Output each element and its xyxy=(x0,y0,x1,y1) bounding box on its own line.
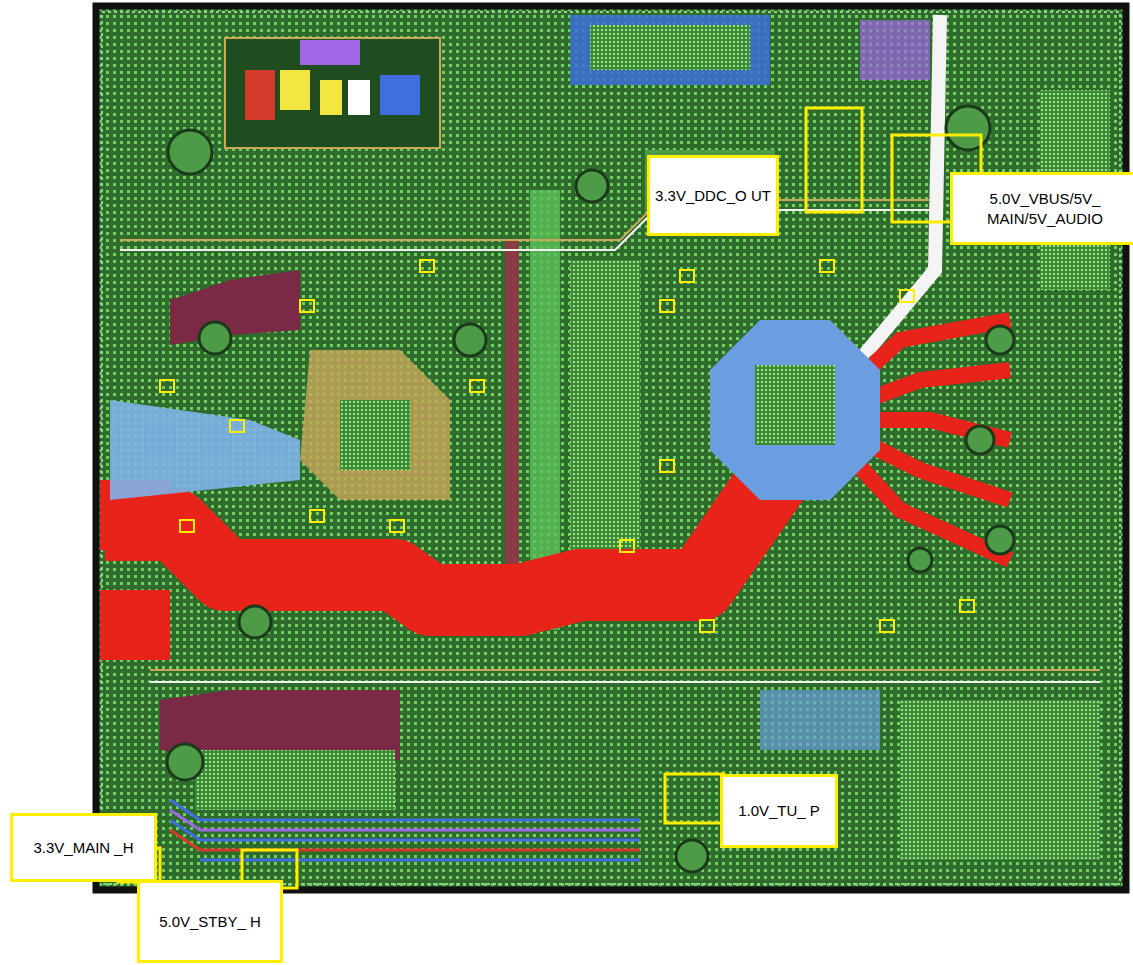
component-pad xyxy=(245,70,275,120)
highlight-region xyxy=(118,108,981,888)
component-pad xyxy=(280,70,310,110)
mounting-hole xyxy=(167,106,1017,872)
board-ground xyxy=(96,6,1126,890)
connector-footprint xyxy=(860,20,930,80)
component-outline xyxy=(160,260,974,632)
connector-pins xyxy=(590,25,750,70)
power-area xyxy=(225,38,440,148)
callout-label: 5.0V_VBUS/5V_ MAIN/5V_AUDIO xyxy=(953,189,1133,229)
callout-label: 1.0V_TU_ P xyxy=(738,801,820,821)
soc-chip xyxy=(755,365,835,445)
board-keepout xyxy=(102,12,1120,884)
callout-box: 3.3V_MAIN _H xyxy=(10,813,157,882)
callout-box: 5.0V_VBUS/5V_ MAIN/5V_AUDIO xyxy=(950,172,1133,245)
copper-pour xyxy=(110,400,300,500)
memory-area xyxy=(570,260,640,560)
callout-box: 3.3V_DDC_O UT xyxy=(647,155,779,236)
board-edge xyxy=(96,6,1126,890)
callout-label: 5.0V_STBY_ H xyxy=(159,912,261,932)
memory-area xyxy=(195,750,395,810)
copper-pour xyxy=(505,240,519,620)
component-pad xyxy=(380,75,420,115)
connector-footprint xyxy=(570,15,770,85)
component-pad xyxy=(348,80,370,115)
component-area xyxy=(900,700,1100,860)
component-pad xyxy=(300,40,360,65)
high-speed-bus xyxy=(100,590,170,660)
chip-fanout xyxy=(300,350,450,500)
callout-box: 5.0V_STBY_ H xyxy=(137,880,283,963)
component-pad xyxy=(320,80,342,115)
callout-label: 3.3V_MAIN _H xyxy=(33,838,133,858)
soc-fanout xyxy=(710,320,880,500)
callout-label: 3.3V_DDC_O UT xyxy=(655,186,771,206)
chip xyxy=(340,400,410,470)
copper-pour xyxy=(170,270,300,345)
component-area xyxy=(760,690,880,750)
callout-box: 1.0V_TU_ P xyxy=(720,774,838,848)
